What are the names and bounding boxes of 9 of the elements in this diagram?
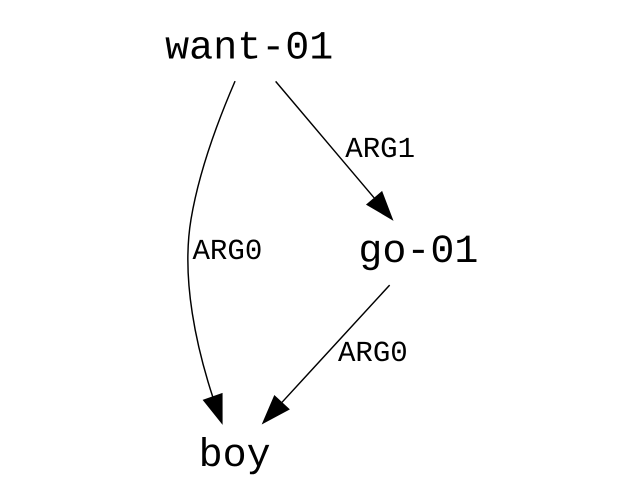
arrow — [275, 80, 394, 221]
node-text: want-01 — [165, 26, 334, 72]
edge-label: ARG1 — [345, 133, 416, 166]
edge-label: ARG0 — [192, 234, 262, 268]
node-text: go-01 — [358, 230, 478, 276]
arrow — [187, 80, 236, 425]
arrow — [262, 284, 390, 424]
node-text: boy — [198, 434, 271, 479]
edge-label: ARG0 — [338, 336, 408, 370]
